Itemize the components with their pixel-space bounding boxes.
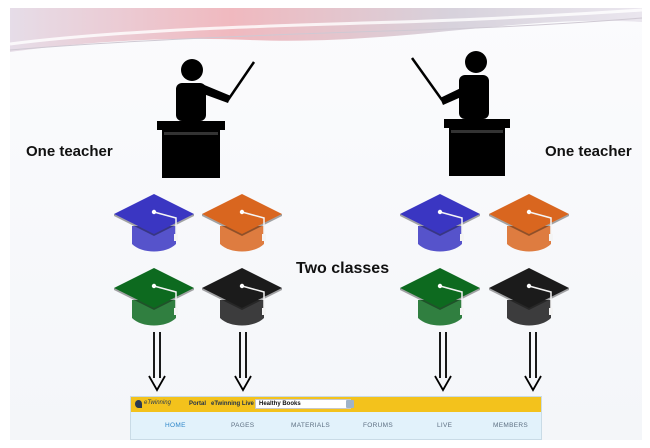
portal-nav-item-forums[interactable]: FORUMS <box>363 422 393 429</box>
etwinning-live-link[interactable]: eTwinning Live <box>211 401 254 407</box>
down-arrow-icon <box>434 332 452 392</box>
top-swoosh-decoration <box>9 8 643 52</box>
portal-logo: eTwinning <box>144 400 171 406</box>
graduation-cap-black-right-icon <box>489 268 569 326</box>
graduation-cap-blue-left-icon <box>114 194 194 252</box>
portal-nav-item-pages[interactable]: PAGES <box>231 422 255 429</box>
portal-nav-item-live[interactable]: LIVE <box>437 422 453 429</box>
graduation-cap-blue-right-icon <box>400 194 480 252</box>
portal-nav-item-members[interactable]: MEMBERS <box>493 422 528 429</box>
portal-screenshot: eTwinning Portal eTwinning Live Healthy … <box>130 396 542 440</box>
graduation-cap-orange-left-icon <box>202 194 282 252</box>
portal-link[interactable]: Portal <box>189 401 207 407</box>
portal-tab[interactable]: Healthy Books <box>255 399 351 409</box>
portal-nav-item-materials[interactable]: MATERIALS <box>291 422 331 429</box>
teacher-left-icon <box>157 59 256 178</box>
graduation-cap-green-left-icon <box>114 268 194 326</box>
classes-label: Two classes <box>296 260 390 277</box>
teacher-left-label: One teacher <box>26 143 113 160</box>
teacher-right-icon <box>410 51 510 176</box>
down-arrow-icon <box>524 332 542 392</box>
down-arrow-icon <box>234 332 252 392</box>
graduation-cap-orange-right-icon <box>489 194 569 252</box>
etwinning-logo-icon <box>135 400 142 408</box>
down-arrow-icon <box>148 332 166 392</box>
tab-close-icon[interactable] <box>346 400 354 408</box>
graduation-cap-black-left-icon <box>202 268 282 326</box>
graduation-cap-green-right-icon <box>400 268 480 326</box>
teacher-right-label: One teacher <box>545 143 632 160</box>
portal-nav-item-home[interactable]: HOME <box>165 422 186 429</box>
teachers-illustration <box>157 51 510 178</box>
